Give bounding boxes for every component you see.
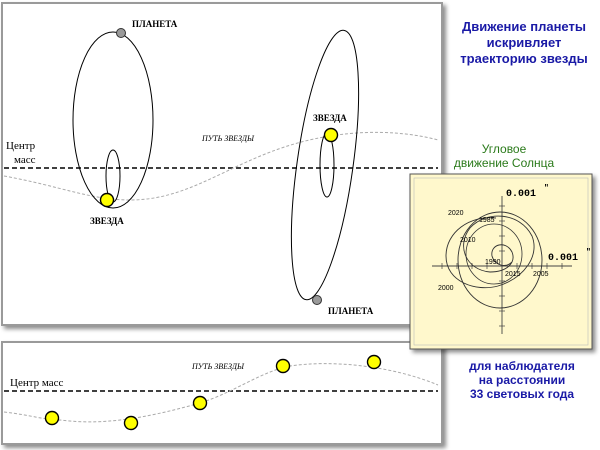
- observer-line-1: для наблюдателя: [469, 359, 575, 373]
- center-of-mass-label-top-1: Центр: [6, 140, 36, 152]
- inset-year-1990: 1990: [485, 259, 501, 266]
- inset-plot: 0.001 " 0.001 " 2020 1985 2010 1990 2015…: [409, 173, 593, 350]
- planet-right: [312, 295, 322, 305]
- star-label-right: ЗВЕЗДА: [313, 113, 347, 123]
- inset-caption-line-1: Угловое: [482, 142, 527, 156]
- inset-year-2020: 2020: [448, 210, 464, 217]
- planet-orbit-left: [72, 31, 154, 209]
- heading-line-3: траекторию звезды: [460, 51, 587, 66]
- star-position-4: [275, 358, 291, 374]
- heading-line-2: искривляет: [487, 35, 562, 50]
- star-right: [323, 127, 339, 143]
- star-position-3: [192, 395, 208, 411]
- inset-ticks: [441, 205, 563, 327]
- planet-orbit-right: [290, 29, 360, 301]
- inset-year-2015: 2015: [505, 271, 521, 278]
- star-position-2: [123, 415, 139, 431]
- center-of-mass-label-top-2: масс: [14, 154, 36, 166]
- inset-loop-inner: [465, 223, 523, 285]
- inset-loop-outer: [457, 211, 543, 309]
- star-path-wave-bottom: [3, 363, 439, 423]
- inset-y-axis-label: 0.001: [506, 189, 536, 200]
- observer-line-3: 33 световых года: [470, 387, 574, 401]
- star-path-label-top: ПУТЬ ЗВЕЗДЫ: [201, 134, 255, 143]
- star-label-left: ЗВЕЗДА: [90, 216, 124, 226]
- observer-line-2: на расстоянии: [479, 373, 566, 387]
- star-path-label-bottom: ПУТЬ ЗВЕЗДЫ: [191, 362, 245, 371]
- star-position-5: [366, 354, 382, 370]
- inset-y-axis-label-sec: ": [544, 184, 549, 193]
- star-position-1: [44, 410, 60, 426]
- star-left: [99, 192, 115, 208]
- planet-label-left: ПЛАНЕТА: [132, 19, 178, 29]
- inset-year-2010: 2010: [460, 237, 476, 244]
- star-path-wave-top: [3, 131, 439, 201]
- inset-year-2005: 2005: [533, 271, 549, 278]
- inset-caption-line-2: движение Солнца: [454, 156, 555, 170]
- inset-x-axis-label-sec: ": [586, 248, 591, 257]
- inset-trajectory: [445, 215, 535, 289]
- inset-year-1985: 1985: [479, 217, 495, 224]
- top-panel: [1, 2, 443, 326]
- inset-year-2000: 2000: [438, 285, 454, 292]
- planet-label-right: ПЛАНЕТА: [328, 306, 374, 316]
- inset-x-axis-label: 0.001: [548, 253, 578, 264]
- heading-line-1: Движение планеты: [462, 19, 586, 34]
- planet-left: [116, 28, 126, 38]
- center-of-mass-label-bottom: Центр масс: [10, 377, 64, 389]
